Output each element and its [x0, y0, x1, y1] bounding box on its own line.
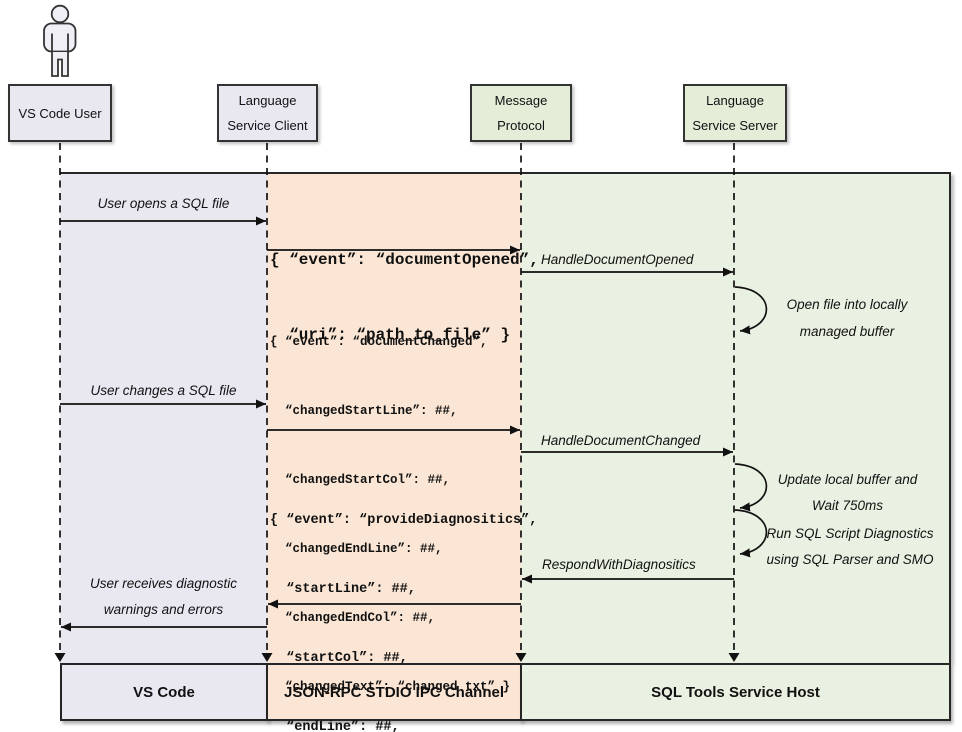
json-payload-document-opened: { “event”: “documentOpened”, “uri”: “pat…	[270, 198, 539, 398]
label-respond-with-diagnostics: RespondWithDiagnositics	[542, 557, 696, 572]
label-handle-document-opened: HandleDocumentOpened	[541, 252, 694, 267]
bottom-box-label: VS Code	[133, 683, 195, 701]
actor-box-language-service-client: Language Service Client	[217, 84, 318, 142]
note-open-file-into-buffer: Open file into locally managed buffer	[742, 291, 952, 345]
actor-label: Message	[494, 93, 548, 108]
json-line: “startCol”: ##,	[270, 651, 408, 666]
label-handle-document-changed: HandleDocumentChanged	[541, 433, 701, 448]
bottom-box-label: SQL Tools Service Host	[651, 683, 820, 701]
label-user-opens-sql-file: User opens a SQL file	[97, 196, 230, 211]
bottom-box-sql-tools-service-host: SQL Tools Service Host	[520, 663, 951, 721]
actor-label: Service Client	[227, 118, 308, 133]
json-line: “changedStartCol”: ##,	[270, 473, 451, 487]
json-line: “uri”: “path_to_file” }	[270, 326, 511, 344]
json-line: “changedEndLine”: ##,	[270, 542, 443, 556]
note-line: Open file into locally	[786, 297, 908, 312]
actor-label: VS Code User	[18, 105, 102, 121]
json-line: “startLine”: ##,	[270, 582, 416, 597]
note-line: Update local buffer and	[777, 472, 918, 487]
json-line: “changedText”: “changed txt” }	[270, 680, 511, 694]
note-line: Run SQL Script Diagnostics	[766, 526, 934, 541]
json-line: “endLine”: ##,	[270, 720, 400, 732]
note-update-buffer-wait: Update local buffer and Wait 750ms	[740, 467, 955, 519]
json-line: { “event”: “documentChanged”,	[270, 335, 488, 349]
actor-label: Language	[238, 93, 297, 108]
actor-box-vscode-user: VS Code User	[8, 84, 112, 142]
actor-box-language-service-server: Language Service Server	[683, 84, 787, 142]
lane-service-host	[521, 172, 951, 663]
json-line: { “event”: “documentOpened”,	[270, 251, 539, 269]
json-line: “changedEndCol”: ##,	[270, 611, 436, 625]
note-line: using SQL Parser and SMO	[766, 552, 934, 567]
actor-label: Language	[706, 93, 764, 108]
actor-label: Protocol	[497, 118, 545, 133]
json-line: { “event”: “provideDiagnositics”,	[270, 513, 538, 528]
label-line: User receives diagnostic	[89, 576, 238, 591]
lane-ipc-channel	[267, 172, 521, 663]
json-line: “changedStartLine”: ##,	[270, 404, 458, 418]
json-payload-provide-diagnostics: { “event”: “provideDiagnositics”, “start…	[270, 463, 537, 732]
actor-box-message-protocol: Message Protocol	[470, 84, 572, 142]
label-user-receives-diagnostics: User receives diagnostic warnings and er…	[60, 571, 267, 623]
note-line: Wait 750ms	[811, 498, 884, 513]
bottom-box-vscode: VS Code	[60, 663, 268, 721]
note-line: managed buffer	[799, 324, 895, 339]
label-line: warnings and errors	[103, 602, 224, 617]
lane-vscode-user	[60, 172, 267, 663]
note-run-sql-diagnostics: Run SQL Script Diagnostics using SQL Par…	[740, 521, 960, 573]
user-person-icon	[43, 4, 77, 77]
actor-label: Service Server	[692, 118, 778, 133]
json-payload-document-changed: { “event”: “documentChanged”, “changedSt…	[270, 285, 510, 732]
bottom-box-label: JSON-RPC STDIO IPC Channel	[283, 683, 505, 701]
label-user-changes-sql-file: User changes a SQL file	[90, 383, 237, 398]
